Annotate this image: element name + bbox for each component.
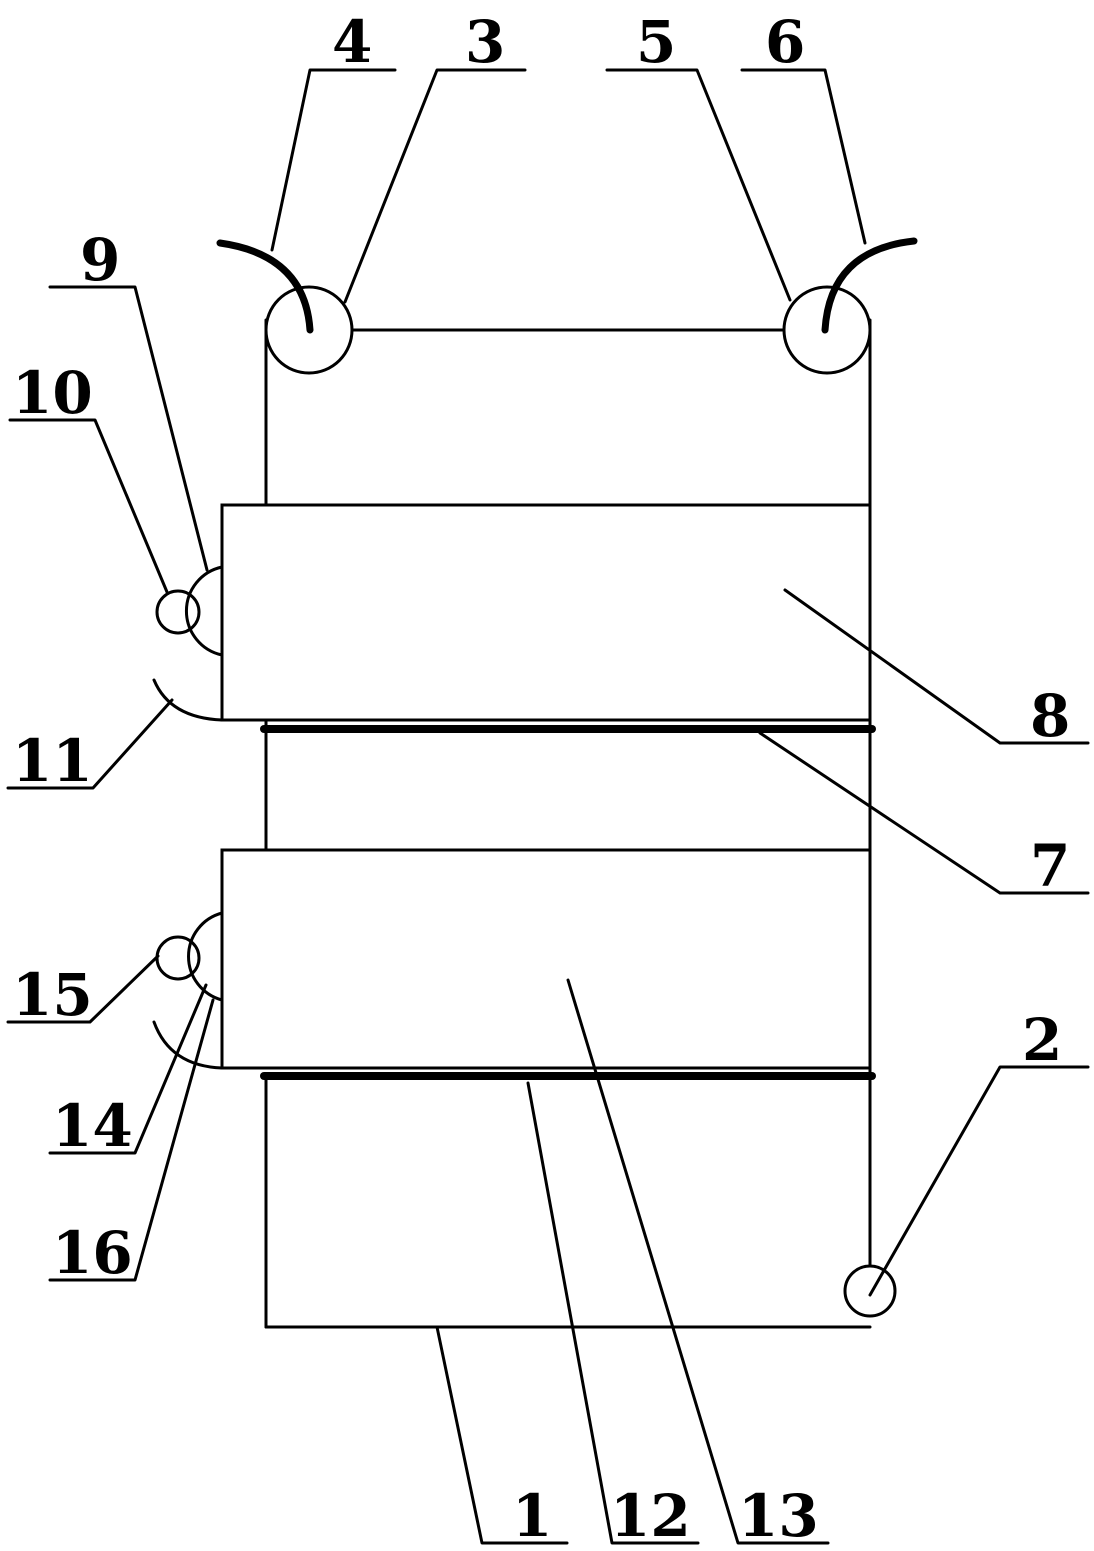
upper-knob: [155, 589, 201, 635]
main-frame: [264, 318, 872, 1329]
label-11: 11: [12, 727, 93, 795]
lower-bracket: [187, 911, 224, 1002]
upper-clamp: [152, 678, 224, 722]
label-10: 10: [12, 359, 93, 427]
bottom-wheel: [843, 1264, 897, 1318]
label-4: 4: [332, 8, 372, 76]
label-2: 2: [1022, 1006, 1062, 1074]
label-7: 7: [1030, 832, 1070, 900]
right-hook: [821, 237, 918, 334]
label-13: 13: [738, 1482, 819, 1550]
label-3: 3: [465, 8, 505, 76]
label-8: 8: [1030, 682, 1070, 750]
upper-bracket: [184, 565, 224, 657]
label-14: 14: [52, 1092, 133, 1160]
label-15: 15: [12, 961, 93, 1029]
left-hook: [216, 239, 314, 334]
label-6: 6: [765, 8, 805, 76]
upper-box: [220, 503, 872, 722]
label-1: 1: [512, 1482, 552, 1550]
lower-clamp: [152, 1020, 224, 1070]
label-9: 9: [80, 226, 120, 294]
lower-box: [220, 848, 872, 1070]
leader-lines: [6, 68, 1090, 1545]
label-5: 5: [636, 8, 676, 76]
label-16: 16: [52, 1219, 133, 1287]
label-12: 12: [610, 1482, 691, 1550]
